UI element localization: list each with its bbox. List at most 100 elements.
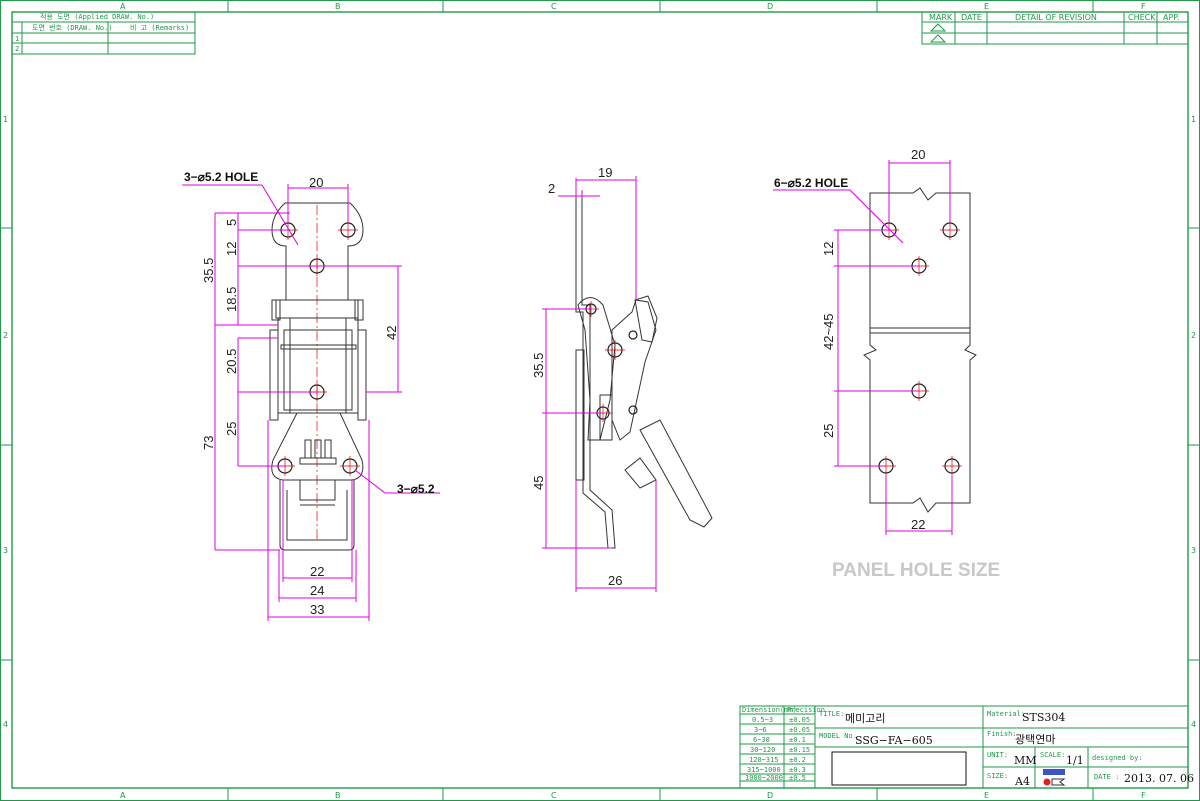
side-dim-35-5: 35.5 <box>531 353 546 378</box>
rev-header-check: CHECK <box>1128 13 1156 22</box>
zone-row-2-right: 2 <box>1191 331 1196 340</box>
front-holes-label: 3−⌀5.2 HOLE <box>184 170 258 184</box>
tol-header-precision: Precision <box>787 706 825 714</box>
front-dim-35-5: 35.5 <box>201 258 216 283</box>
zone-col-a: A <box>120 2 126 11</box>
front-dimensions <box>182 184 440 621</box>
scale-value: 1/1 <box>1066 754 1084 767</box>
panel-dim-42-45: 42~45 <box>821 313 836 350</box>
tol-range: 6~30 <box>753 736 770 744</box>
front-hole <box>340 456 360 476</box>
rev-header-detail: DETAIL OF REVISION <box>1015 13 1097 22</box>
zone-col-d: D <box>767 2 773 11</box>
size-value: A4 <box>1014 775 1030 788</box>
front-dim-20-5: 20.5 <box>224 349 239 374</box>
zone-col-c-bottom: C <box>551 791 557 800</box>
material-label: Material: <box>987 710 1025 718</box>
zone-col-b: B <box>335 2 341 11</box>
zone-col-d-bottom: D <box>767 791 773 800</box>
revision-table: MARK DATE DETAIL OF REVISION CHECK APP. <box>921 11 1189 45</box>
zone-col-e-bottom: E <box>984 791 989 800</box>
panel-dim-top-width: 20 <box>911 147 925 162</box>
side-dim-2: 2 <box>548 181 555 196</box>
front-view: 20 3−⌀5.2 HOLE 3−⌀5.2 5 12 35.5 18.5 42 … <box>182 170 440 621</box>
company-logo-icon <box>1043 769 1066 786</box>
zone-col-b-bottom: B <box>335 791 341 800</box>
model-value: SSG−FA−605 <box>855 734 933 747</box>
scale-label: SCALE: <box>1040 751 1065 759</box>
front-dim-25: 25 <box>224 422 239 436</box>
tol-range: 120~315 <box>749 756 779 764</box>
date-label: DATE : <box>1094 773 1119 781</box>
panel-view: 20 6−⌀5.2 HOLE 12 42~45 25 22 PANEL HOLE… <box>773 147 1000 581</box>
zone-row-1-right: 1 <box>1191 115 1196 124</box>
tol-precision: ±0.3 <box>789 766 806 774</box>
designed-label: designed by: <box>1092 754 1143 762</box>
front-dim-12: 12 <box>224 242 239 256</box>
zone-labels: A B C D E F A B C D E F 1 2 3 4 1 2 3 4 <box>3 2 1196 800</box>
front-dim-24: 24 <box>310 583 324 598</box>
front-dim-22: 22 <box>310 564 324 579</box>
zone-col-f: F <box>1141 2 1146 11</box>
tol-header-dimension: Dimension(mm) <box>742 706 797 714</box>
front-hole <box>338 220 358 240</box>
zone-row-4: 4 <box>3 720 8 729</box>
zone-row-1: 1 <box>3 115 8 124</box>
material-value: STS304 <box>1022 711 1065 724</box>
side-pivot <box>605 340 625 360</box>
zone-row-4-right: 4 <box>1191 720 1196 729</box>
ref-table-col2: 비 고 (Remarks) <box>130 23 189 32</box>
tol-range: 0.5~3 <box>752 716 773 724</box>
title-value: 메미고리 <box>845 712 885 725</box>
front-dim-5: 5 <box>224 219 239 226</box>
tol-range: 3~6 <box>754 726 767 734</box>
front-holes-label-bottom: 3−⌀5.2 <box>397 482 435 496</box>
tol-precision: ±0.1 <box>789 736 806 744</box>
panel-hole <box>942 456 962 476</box>
revision-triangle-icon <box>929 23 947 32</box>
finish-value: 광택연마 <box>1015 733 1055 746</box>
rev-header-app: APP. <box>1163 13 1179 22</box>
front-dim-33: 33 <box>310 602 324 617</box>
tol-precision: ±0.05 <box>789 716 810 724</box>
rev-header-date: DATE <box>961 13 982 22</box>
zone-col-f-bottom: F <box>1141 791 1146 800</box>
panel-caption: PANEL HOLE SIZE <box>832 560 1000 581</box>
unit-value: MM <box>1014 754 1037 767</box>
panel-dim-25: 25 <box>821 424 836 438</box>
model-label: MODEL No. <box>819 732 857 740</box>
date-value: 2013. 07. 06 <box>1124 772 1194 785</box>
tol-precision: ±0.2 <box>789 756 806 764</box>
zone-row-3: 3 <box>3 546 8 555</box>
finish-label: Finish: <box>987 730 1017 738</box>
ref-row-2: 2 <box>15 45 19 53</box>
ref-table-title: 적용 도면 (Applied DRAW. No.) <box>40 12 154 21</box>
tol-precision: ±0.5 <box>789 774 806 782</box>
revision-triangle-icon <box>929 34 947 43</box>
side-dim-19: 19 <box>598 165 612 180</box>
zone-row-2: 2 <box>3 331 8 340</box>
tol-precision: ±0.05 <box>789 726 810 734</box>
unit-label: UNIT: <box>987 751 1008 759</box>
zone-row-3-right: 3 <box>1191 546 1196 555</box>
rev-header-mark: MARK <box>929 13 953 22</box>
tol-precision: ±0.15 <box>789 746 810 754</box>
front-dim-top-width: 20 <box>309 175 323 190</box>
side-view: 2 19 35.5 45 26 <box>531 165 713 592</box>
panel-dim-12: 12 <box>821 242 836 256</box>
front-dim-18-5: 18.5 <box>224 287 239 312</box>
ref-row-1: 1 <box>15 35 19 43</box>
tol-range: 1000~2000 <box>745 774 783 782</box>
zone-col-c: C <box>551 2 557 11</box>
panel-holes-label: 6−⌀5.2 HOLE <box>774 176 848 190</box>
panel-dim-bottom-width: 22 <box>911 517 925 532</box>
title-label: TITLE: <box>819 710 844 718</box>
panel-dimensions <box>773 160 953 535</box>
front-dim-73: 73 <box>201 436 216 450</box>
side-dim-45: 45 <box>531 476 546 490</box>
side-dim-26: 26 <box>608 573 622 588</box>
size-label: SIZE: <box>987 772 1008 780</box>
tol-range: 30~120 <box>750 746 775 754</box>
zone-col-e: E <box>984 2 989 11</box>
